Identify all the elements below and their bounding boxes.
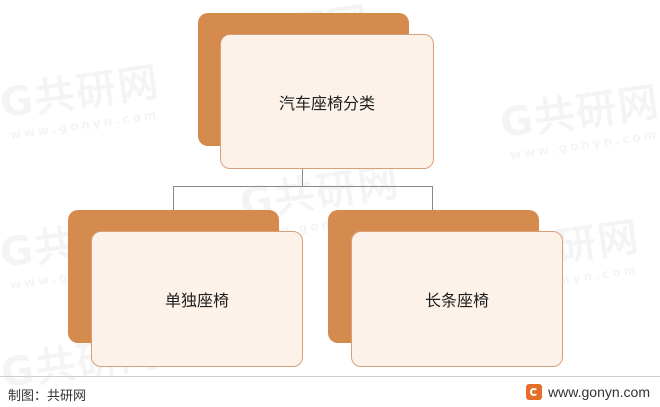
footer-website: www.gonyn.com xyxy=(526,384,650,400)
child-node-label: 单独座椅 xyxy=(164,291,229,310)
connector-right-drop xyxy=(432,186,433,210)
child-node-single-seat: 单独座椅 xyxy=(68,210,303,367)
footer-website-text: www.gonyn.com xyxy=(548,384,650,400)
child-node-box: 单独座椅 xyxy=(91,231,303,367)
child-node-bench-seat: 长条座椅 xyxy=(328,210,563,367)
root-node-box: 汽车座椅分类 xyxy=(220,34,434,169)
gonyn-logo-icon xyxy=(526,384,543,400)
footer-source: 制图：共研网 xyxy=(8,389,87,404)
connector-root-stem xyxy=(302,168,303,186)
watermark-logo: G共研网www.gonyn.com xyxy=(0,49,165,143)
connector-left-drop xyxy=(173,186,174,210)
connector-horizontal xyxy=(173,186,433,187)
watermark-logo: G共研网www.gonyn.com xyxy=(496,69,660,163)
child-node-label: 长条座椅 xyxy=(424,291,489,310)
footer-divider xyxy=(0,376,660,377)
root-node: 汽车座椅分类 xyxy=(198,13,434,169)
child-node-box: 长条座椅 xyxy=(351,231,563,367)
root-node-label: 汽车座椅分类 xyxy=(278,93,375,113)
